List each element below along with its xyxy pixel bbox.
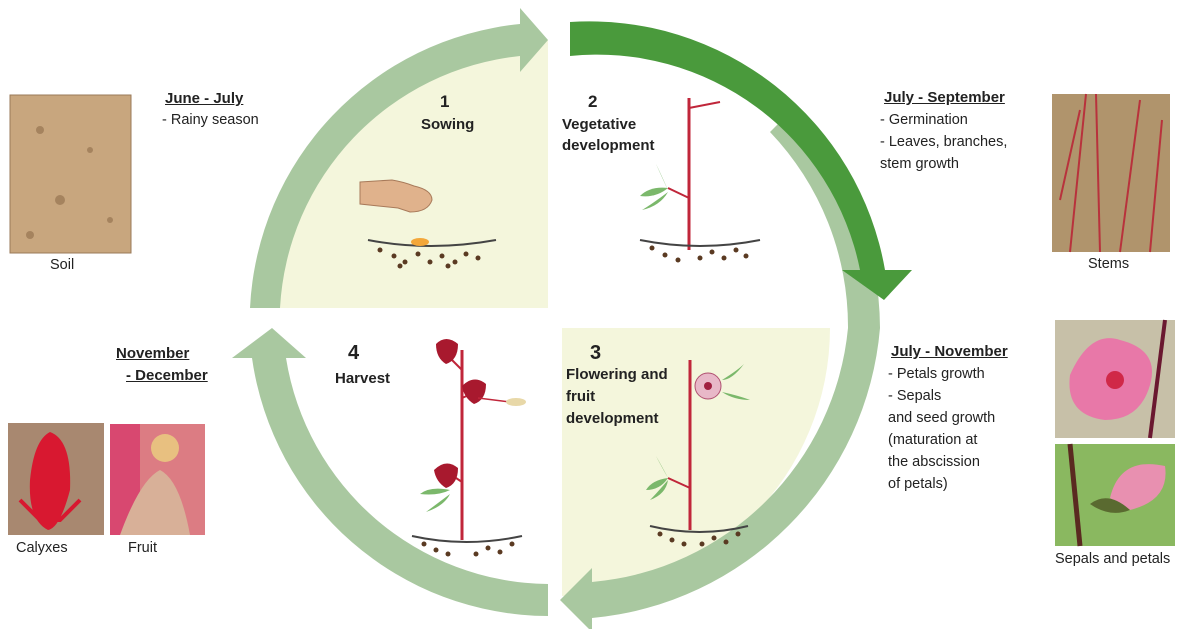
harvest-illustration [412, 339, 526, 557]
period-line: - Rainy season [162, 110, 259, 130]
step-2-number: 2 [588, 92, 597, 112]
period-header-december: - December [126, 367, 208, 384]
fruit-icon [506, 398, 526, 406]
period-header-june-july: June - July [165, 90, 243, 107]
step-2-label-line1: Vegetative [562, 114, 636, 135]
photo-stems [1052, 94, 1170, 252]
step-3-label-line3: development [566, 408, 659, 429]
period-line: of petals) [888, 474, 948, 494]
step-1-number: 1 [440, 92, 449, 112]
step-3-label-line2: fruit [566, 386, 595, 407]
leaf-icon [656, 164, 668, 190]
photo-sepals [1055, 444, 1175, 546]
caption-sepals-petals: Sepals and petals [1055, 551, 1170, 567]
step-3-label-line1: Flowering and [566, 364, 668, 385]
caption-soil: Soil [50, 257, 74, 273]
period-line: stem growth [880, 154, 959, 174]
photo-flower [1055, 320, 1175, 438]
period-line: - Petals growth [888, 364, 985, 384]
calyx-icon [436, 339, 458, 364]
period-line: and seed growth [888, 408, 995, 428]
period-line: the abscission [888, 452, 980, 472]
step-2-label-line2: development [562, 135, 655, 156]
step-4-number: 4 [348, 342, 359, 365]
step-4-label: Harvest [335, 368, 390, 389]
photo-fruit [110, 424, 205, 535]
caption-stems: Stems [1088, 256, 1129, 272]
period-line: - Leaves, branches, [880, 132, 1007, 152]
step-1-label: Sowing [421, 114, 474, 135]
calyx-icon [434, 463, 458, 488]
calyx-icon [462, 379, 486, 404]
period-line: - Germination [880, 110, 968, 130]
period-line: - Sepals [888, 386, 941, 406]
period-header-november: November [116, 345, 189, 362]
vegetative-illustration [640, 98, 760, 263]
leaf-icon [426, 494, 450, 512]
arrow-vegetative-dark [570, 21, 912, 300]
caption-fruit: Fruit [128, 540, 157, 556]
photo-soil [10, 95, 131, 253]
period-header-july-november: July - November [891, 343, 1008, 360]
leaf-icon [640, 188, 668, 197]
period-header-july-september: July - September [884, 89, 1005, 106]
period-line: (maturation at [888, 430, 977, 450]
step-3-number: 3 [590, 342, 601, 365]
leaf-icon [420, 489, 450, 495]
seed-icon [411, 238, 429, 246]
photo-calyx [8, 423, 104, 535]
caption-calyxes: Calyxes [16, 540, 68, 556]
